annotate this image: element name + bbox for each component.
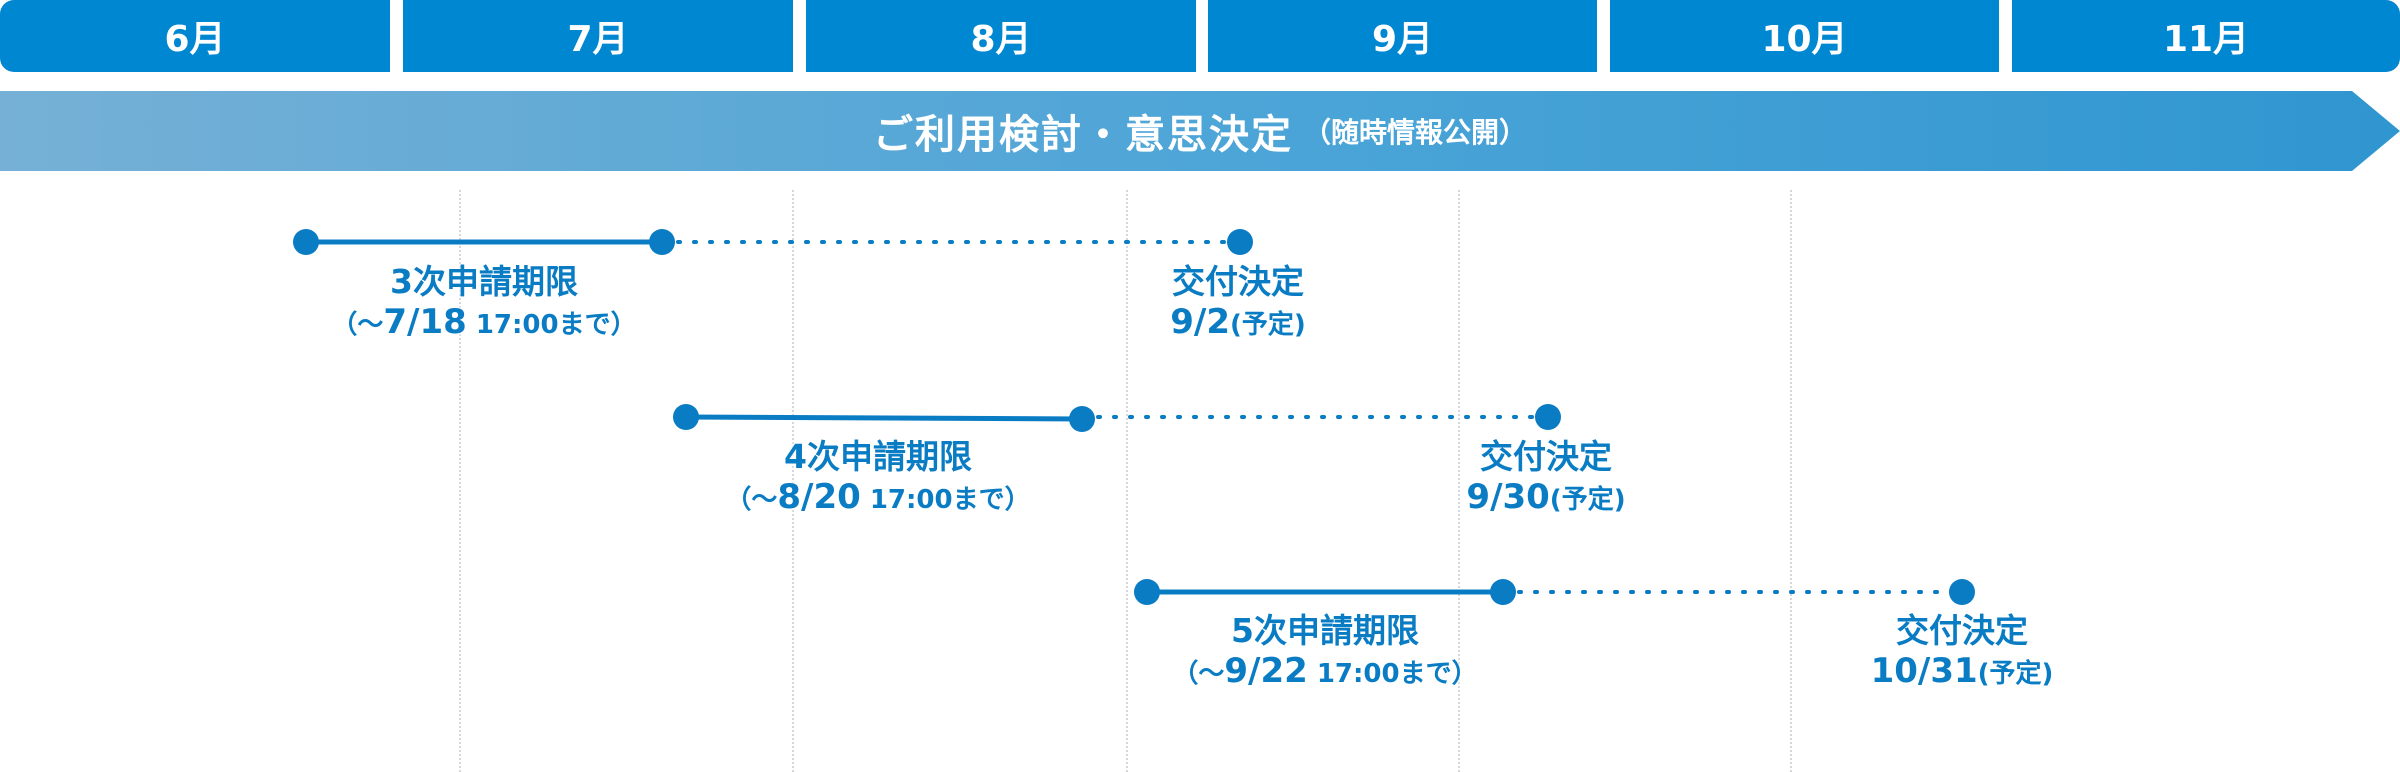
round4-decision-note: (予定) xyxy=(1549,484,1626,515)
round5-deadline-date: 9/22 xyxy=(1224,650,1308,691)
round5-decision-date: 10/31 xyxy=(1870,650,1978,691)
month-cell-jun: 6月 xyxy=(0,0,390,72)
round3-deadline-date: 7/18 xyxy=(383,301,467,342)
month-header: 6月 7月 8月 9月 10月 11月 xyxy=(0,0,2400,72)
consideration-banner: ご利用検討・意思決定 （随時情報公開） xyxy=(0,91,2400,171)
round5-decision-point xyxy=(1949,579,1975,605)
round4-deadline-label: 4次申請期限 （～8/20 17:00まで） xyxy=(725,437,1030,517)
round5-decision-title: 交付決定 xyxy=(1895,611,2028,650)
gridline xyxy=(1790,190,1792,772)
month-cell-aug: 8月 xyxy=(806,0,1196,72)
round4-deadline-point xyxy=(1069,406,1095,432)
gridline xyxy=(792,190,794,772)
gridline xyxy=(459,190,461,772)
month-cell-jul: 7月 xyxy=(403,0,793,72)
round4-title: 4次申請期限 xyxy=(784,437,972,476)
round4-decision-title: 交付決定 xyxy=(1479,437,1612,476)
round3-deadline: （～7/18 17:00まで） xyxy=(331,301,637,342)
round4-decision-label: 交付決定 9/30(予定) xyxy=(1466,437,1625,517)
round5-start-point xyxy=(1134,579,1160,605)
round4-application-line xyxy=(685,414,1083,422)
round3-decision-date: 9/2 xyxy=(1170,301,1230,342)
round5-decision: 10/31(予定) xyxy=(1871,651,2054,692)
banner-subtitle: （随時情報公開） xyxy=(1302,116,1527,149)
round4-deadline-time: 17:00まで） xyxy=(860,484,1031,515)
month-cell-nov: 11月 xyxy=(2012,0,2400,72)
round4-decision-point xyxy=(1535,404,1561,430)
round4-deadline-date: 8/20 xyxy=(777,476,861,517)
round5-deadline-label: 5次申請期限 （～9/22 17:00まで） xyxy=(1172,611,1477,691)
round3-decision-title: 交付決定 xyxy=(1171,262,1304,301)
round4-decision: 9/30(予定) xyxy=(1466,477,1625,518)
round4-deadline: （～8/20 17:00まで） xyxy=(725,476,1031,517)
round5-decision-label: 交付決定 10/31(予定) xyxy=(1871,611,2054,691)
round5-title: 5次申請期限 xyxy=(1231,611,1419,650)
round3-deadline-label: 3次申請期限 （～7/18 17:00まで） xyxy=(331,262,636,342)
round5-deadline-point xyxy=(1490,579,1516,605)
round3-title: 3次申請期限 xyxy=(390,262,578,301)
round3-deadline-time: 17:00まで） xyxy=(466,309,637,340)
gridline xyxy=(1458,190,1460,772)
round3-decision-label: 交付決定 9/2(予定) xyxy=(1170,262,1306,342)
round4-start-point xyxy=(673,404,699,430)
round5-decision-note: (予定) xyxy=(1977,658,2054,689)
round3-decision-note: (予定) xyxy=(1229,309,1306,340)
round4-decision-date: 9/30 xyxy=(1466,476,1550,517)
month-cell-oct: 10月 xyxy=(1610,0,1999,72)
gridline xyxy=(1126,190,1128,772)
round5-deadline: （～9/22 17:00まで） xyxy=(1172,650,1478,691)
round3-deadline-point xyxy=(649,229,675,255)
round3-decision: 9/2(予定) xyxy=(1170,302,1306,343)
round5-deadline-time: 17:00まで） xyxy=(1307,658,1478,689)
month-cell-sep: 9月 xyxy=(1208,0,1597,72)
banner-title: ご利用検討・意思決定 xyxy=(872,112,1293,158)
round3-decision-point xyxy=(1227,229,1253,255)
round3-start-point xyxy=(293,229,319,255)
